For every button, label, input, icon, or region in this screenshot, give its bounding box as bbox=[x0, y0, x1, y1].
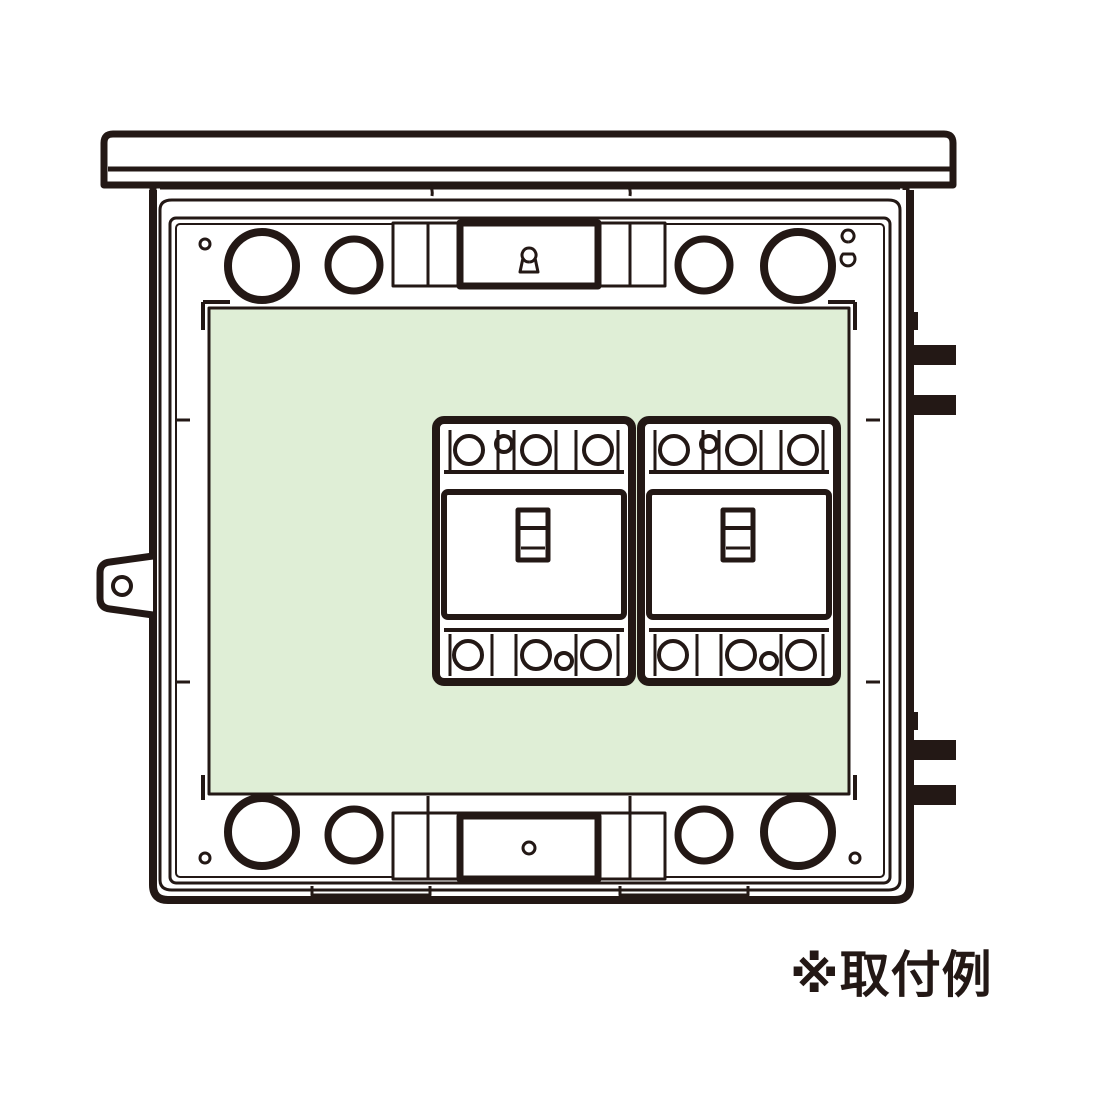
top-bracket bbox=[391, 219, 667, 290]
keyhole-icon bbox=[518, 246, 540, 274]
toggle-handle-icon bbox=[720, 507, 756, 563]
corner-hole-icon bbox=[848, 851, 862, 865]
bottom-knockouts bbox=[224, 794, 836, 870]
hinge-tab bbox=[96, 552, 154, 619]
right-latches bbox=[906, 312, 956, 805]
corner-hole-icon bbox=[198, 237, 212, 251]
figure-caption: ※取付例 bbox=[790, 946, 993, 1004]
top-knockouts bbox=[224, 228, 857, 304]
lid bbox=[100, 130, 957, 255]
corner-hole-icon bbox=[198, 851, 212, 865]
toggle-handle-icon bbox=[515, 507, 551, 563]
breaker-right bbox=[637, 416, 841, 686]
breaker-left bbox=[432, 416, 636, 686]
bottom-bracket bbox=[391, 796, 667, 883]
